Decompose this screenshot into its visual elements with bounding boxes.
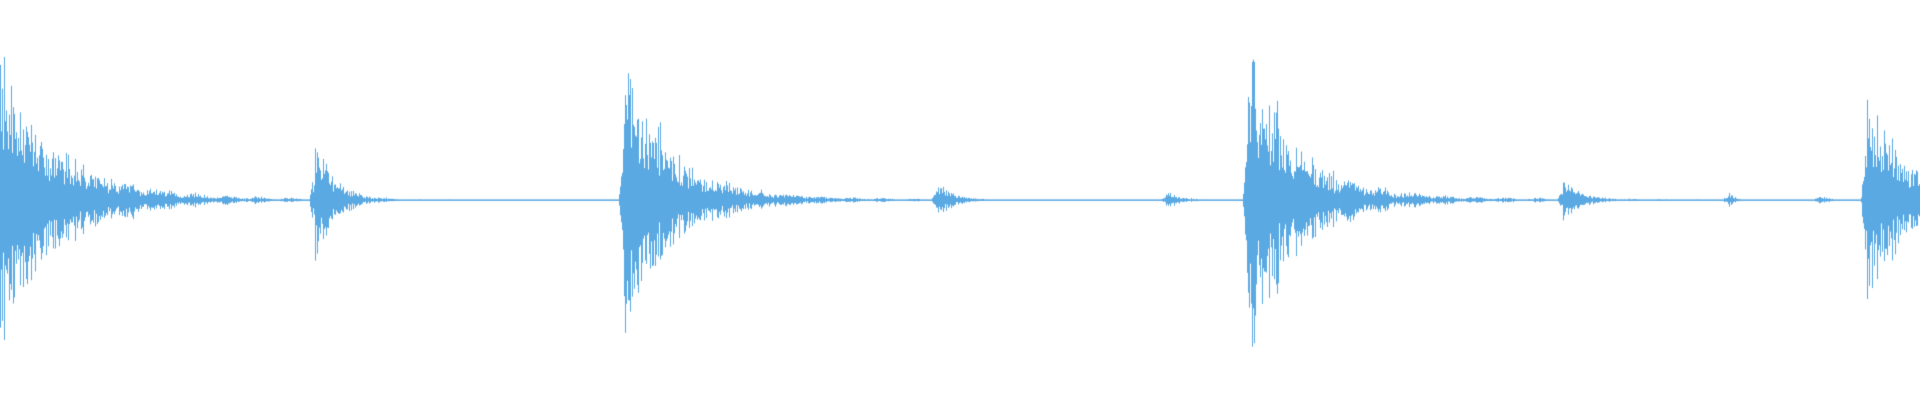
audio-waveform: [0, 0, 1920, 400]
